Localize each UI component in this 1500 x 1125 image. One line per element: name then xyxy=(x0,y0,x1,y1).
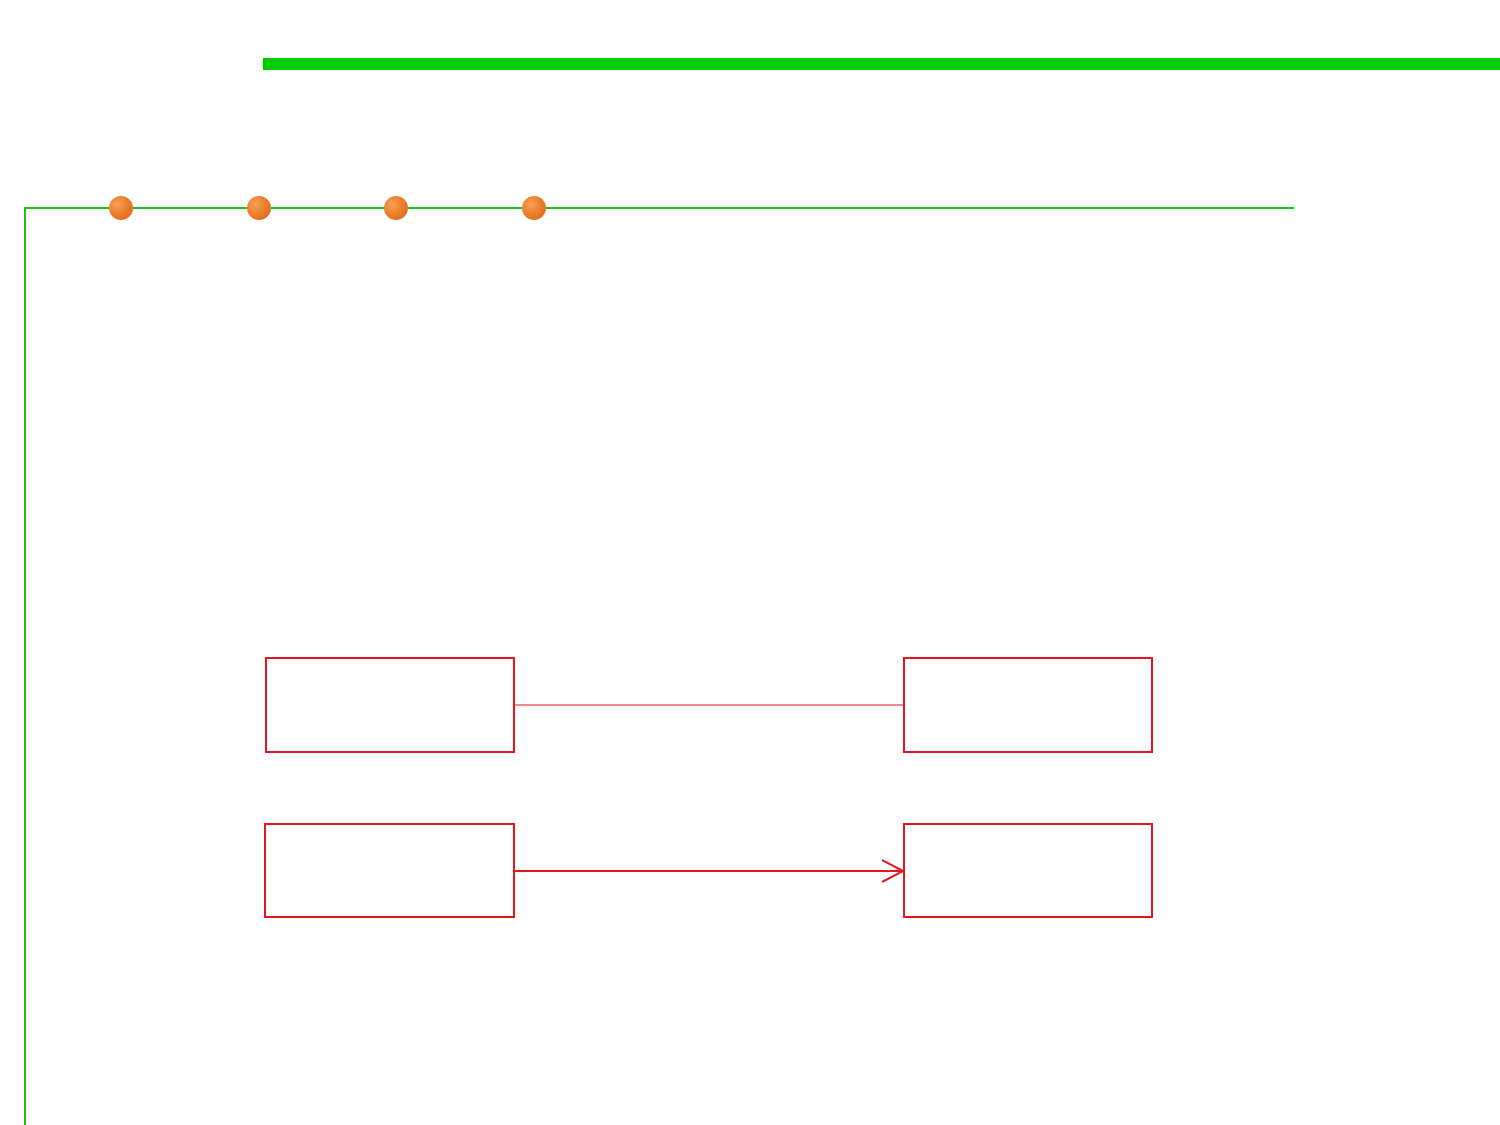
open-arrowhead-icon xyxy=(881,859,906,883)
frame-left-line xyxy=(24,207,26,1125)
class-box-right-top xyxy=(903,657,1153,753)
title-bar xyxy=(263,58,1500,70)
directed-association-relation xyxy=(264,823,1153,918)
orange-dot-icon xyxy=(522,196,546,220)
orange-dot-icon xyxy=(109,196,133,220)
orange-dot-icon xyxy=(384,196,408,220)
class-box-left-top xyxy=(265,657,515,753)
class-box-left-bottom xyxy=(264,823,515,918)
class-box-right-bottom xyxy=(903,823,1153,918)
association-relation xyxy=(265,657,1153,753)
orange-dot-icon xyxy=(247,196,271,220)
frame-top-line xyxy=(24,207,1294,209)
